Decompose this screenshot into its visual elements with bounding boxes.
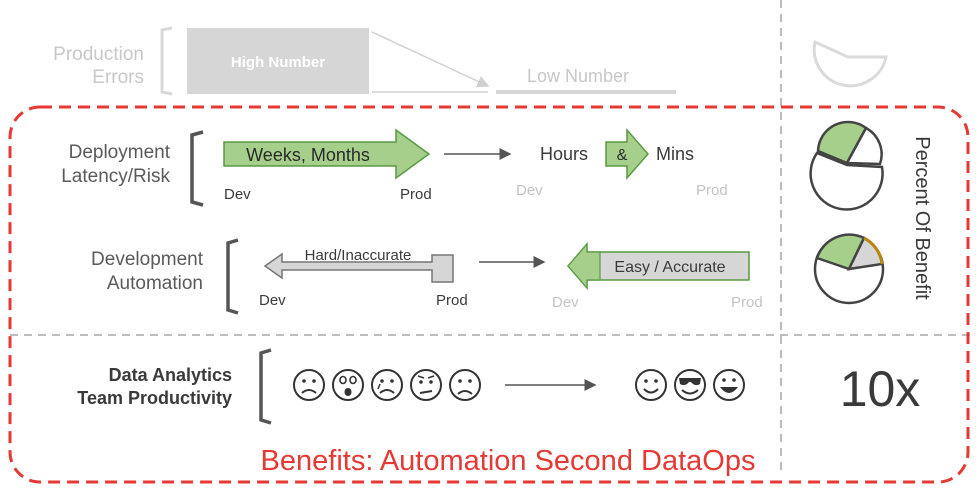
automation-bracket — [226, 238, 239, 315]
deployment-prod-faded-label: Prod — [696, 182, 728, 199]
hours-text: Hours — [540, 144, 588, 164]
low-number-text: Low Number — [527, 66, 629, 86]
small-green-arrow — [605, 128, 649, 180]
row-production-errors: Production Errors High Number Low Number — [53, 26, 888, 96]
automation-pie-icon — [813, 233, 885, 305]
productivity-label-1: Data Analytics — [109, 365, 232, 385]
deployment-dev-label: Dev — [224, 186, 251, 203]
automation-label-1: Development — [91, 249, 204, 270]
low-number-bar — [496, 90, 676, 94]
automation-dev-faded-label: Dev — [552, 294, 579, 311]
weeks-months-arrow — [223, 128, 431, 180]
percent-of-benefit-label: Percent Of Benefit — [911, 136, 933, 300]
smile-face-icon — [635, 369, 667, 401]
automation-label-2: Automation — [107, 273, 203, 294]
deployment-label-1: Deployment — [69, 142, 171, 163]
shocked-face-icon — [332, 369, 364, 401]
productivity-label-2: Team Productivity — [77, 388, 232, 408]
row-deployment: Deployment Latency/Risk Weeks, Months De… — [61, 120, 884, 211]
deployment-label-2: Latency/Risk — [61, 166, 170, 187]
high-to-low-line-1 — [371, 31, 490, 88]
frown-face-icon — [449, 369, 481, 401]
ampersand-text: & — [617, 147, 628, 164]
automation-dev-label: Dev — [259, 292, 286, 309]
automation-prod-label: Prod — [436, 292, 468, 309]
production-errors-bracket — [160, 26, 173, 96]
automation-prod-faded-label: Prod — [731, 294, 763, 311]
row-automation: Development Automation Hard/Inaccurate D… — [91, 233, 885, 315]
production-errors-label-2: Errors — [92, 67, 144, 88]
sad-face-icon — [293, 369, 325, 401]
row-productivity: Data Analytics Team Productivity — [77, 348, 921, 425]
high-number-box — [187, 28, 369, 94]
deployment-pie-icon — [809, 120, 884, 211]
crying-face-icon — [371, 369, 403, 401]
worried-face-icon — [410, 369, 442, 401]
production-errors-label-1: Production — [53, 44, 144, 65]
productivity-bracket — [259, 348, 272, 425]
weeks-months-text: Weeks, Months — [246, 145, 370, 165]
mins-text: Mins — [656, 144, 694, 164]
empty-pie-icon — [812, 39, 888, 88]
hard-inaccurate-text: Hard/Inaccurate — [305, 247, 412, 264]
deployment-dev-faded-label: Dev — [516, 182, 543, 199]
deployment-bracket — [190, 130, 204, 207]
easy-accurate-green-tip — [567, 242, 601, 290]
easy-accurate-text: Easy / Accurate — [614, 259, 725, 276]
hard-inaccurate-arrow — [263, 252, 454, 283]
multiplier-text: 10x — [840, 361, 921, 417]
benefits-frame — [8, 105, 970, 484]
deployment-prod-label: Prod — [400, 186, 432, 203]
high-number-text: High Number — [231, 54, 325, 71]
grin-face-icon — [713, 369, 745, 401]
footer-title: Benefits: Automation Second DataOps — [261, 445, 756, 477]
sunglasses-face-icon — [674, 369, 706, 401]
